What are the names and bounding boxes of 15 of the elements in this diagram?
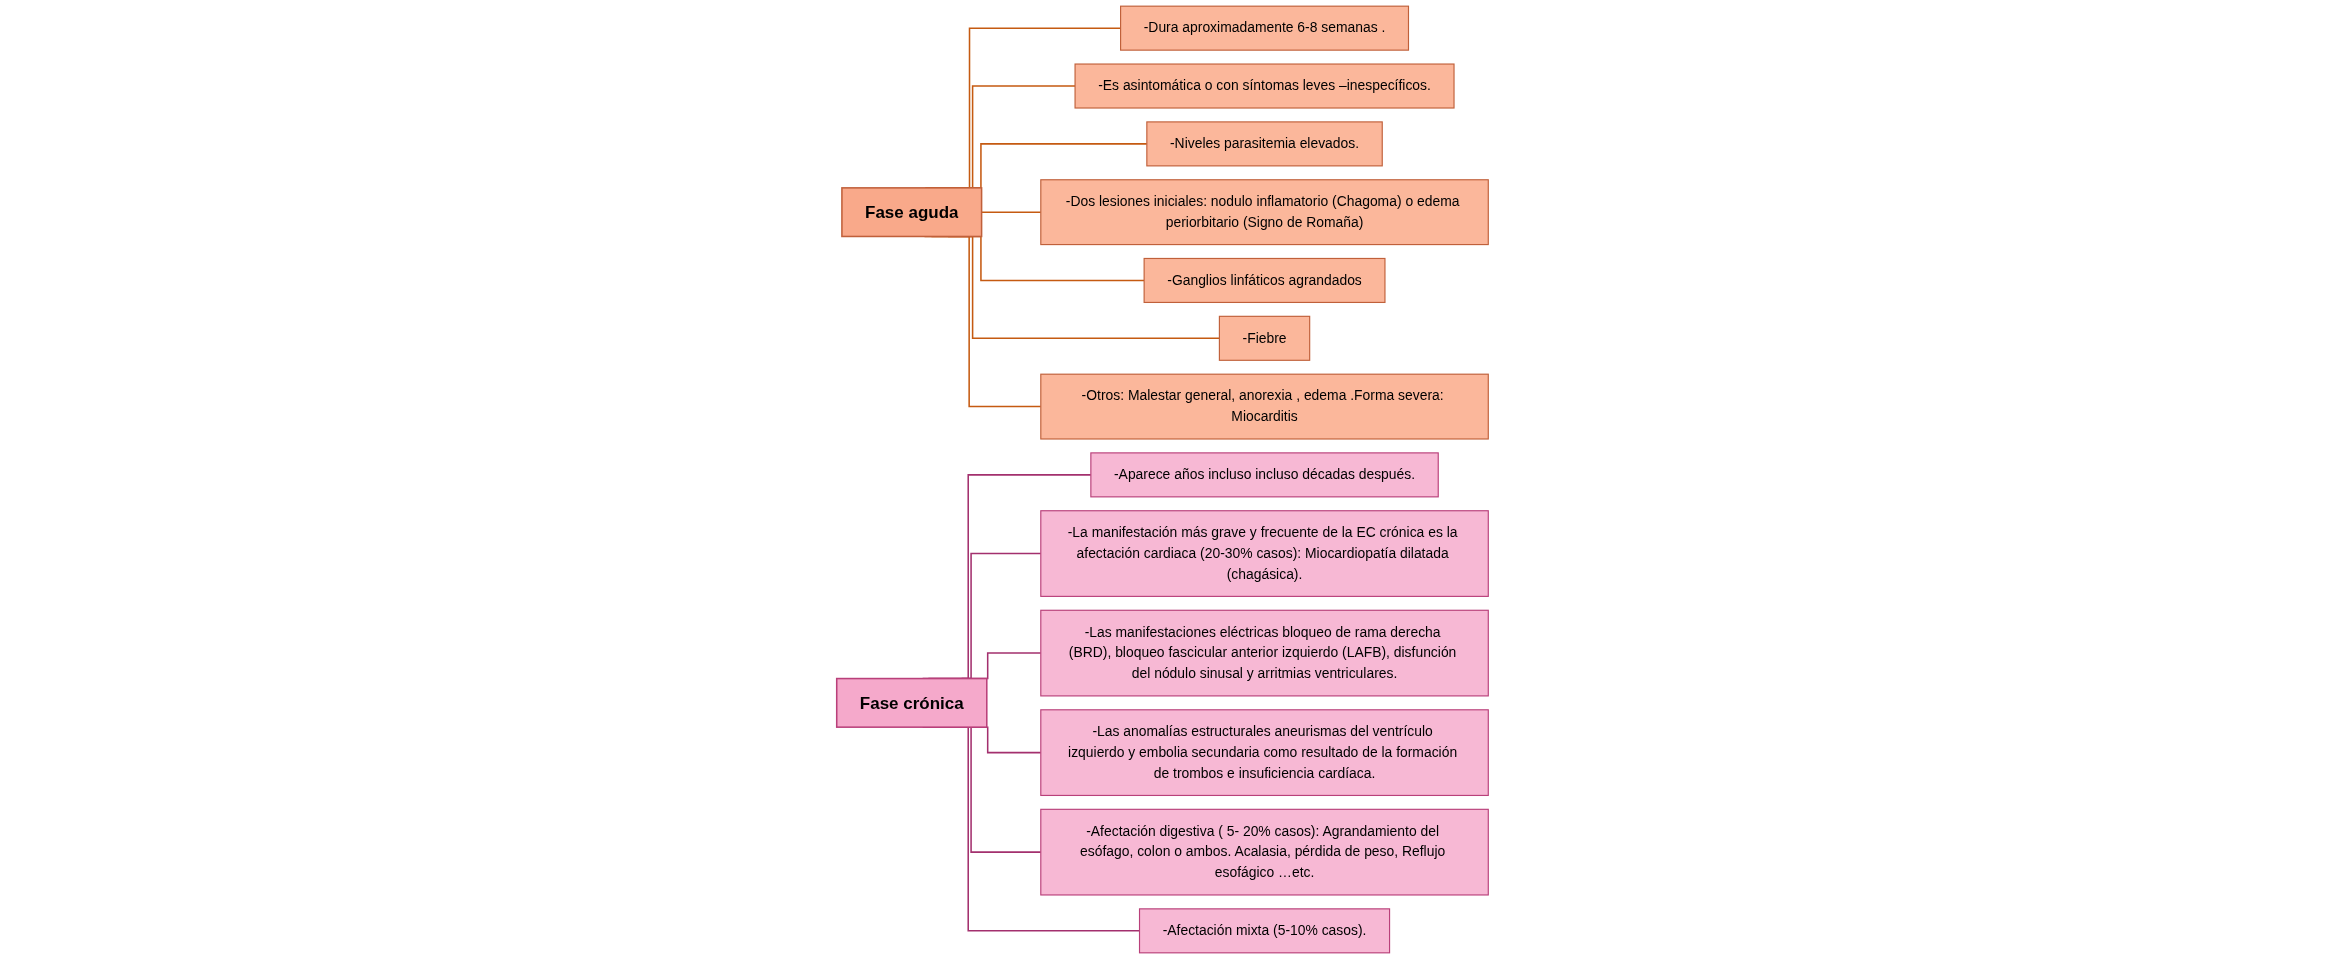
node-box: -Las anomalías estructurales aneurismas del ventrículo izquierdo y embolia secundaria como resultado de la formación de trombos e insuficiencia cardíaca.: [1040, 709, 1489, 797]
node-box: -Las manifestaciones eléctricas bloqueo de rama derecha (BRD), bloqueo fascicular anterior izquierdo (LAFB), disfunción del nódulo sinusal y arritmias ventriculares.: [1040, 609, 1489, 697]
node-box: -Otros: Malestar general, anorexia , edema .Forma severa: Miocarditis: [1040, 373, 1489, 440]
node-box: -Fiebre: [1218, 315, 1311, 361]
node-box: Fase aguda: [841, 187, 983, 238]
node-box: Fase crónica: [835, 677, 988, 728]
node-box: -Afectación mixta (5-10% casos).: [1138, 908, 1391, 954]
node-box: -Aparece años incluso incluso décadas después.: [1090, 452, 1439, 498]
node-box: -Dos lesiones iniciales: nodulo inflamatorio (Chagoma) o edema periorbitario (Signo de Romaña): [1040, 179, 1489, 246]
node-box: -Niveles parasitemia elevados.: [1146, 121, 1383, 167]
node-box: -Ganglios linfáticos agrandados: [1143, 257, 1386, 303]
node-box: -Dura aproximadamente 6-8 semanas .: [1120, 5, 1410, 51]
node-box: -Es asintomática o con síntomas leves –inespecíficos.: [1074, 63, 1455, 109]
node-box: -La manifestación más grave y frecuente de la EC crónica es la afectación cardiaca (20-30% casos): Miocardiopatía dilatada (chagásica).: [1040, 510, 1489, 597]
node-box: -Afectación digestiva ( 5- 20% casos): Agrandamiento del esófago, colon o ambos. Acalasia, pérdida de peso, Reflujo esofágico …etc.: [1040, 808, 1489, 896]
